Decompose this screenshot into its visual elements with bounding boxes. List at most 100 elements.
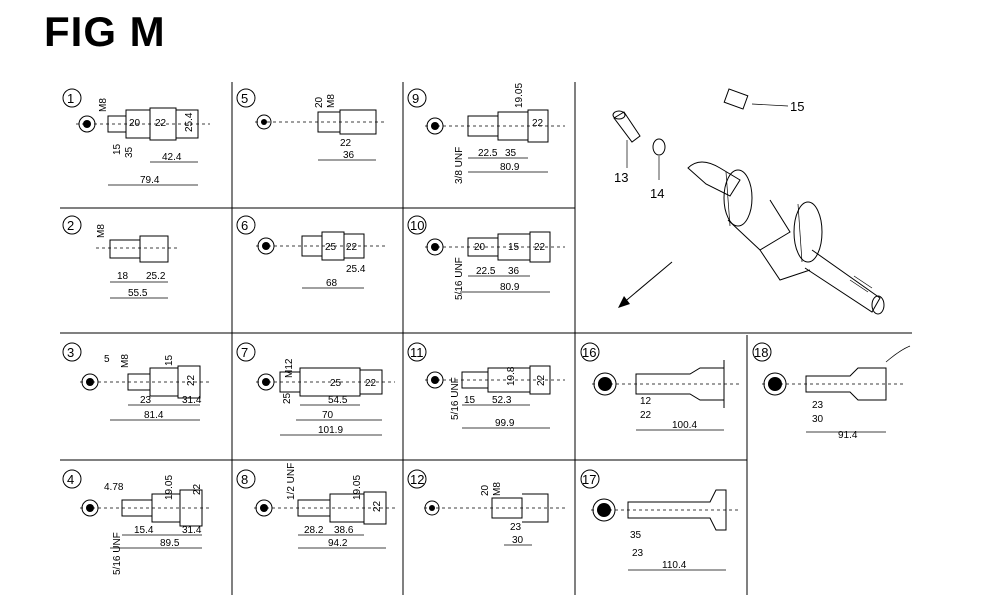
dimension-label: 35: [124, 146, 135, 158]
dimension-label: 25: [282, 392, 293, 404]
dimension-label: 25.4: [184, 112, 195, 132]
part-1-number: 1: [67, 91, 74, 106]
callout-13: 13: [614, 170, 628, 185]
dimension-label: 28.2: [304, 525, 324, 536]
dimension-label: 80.9: [500, 282, 520, 293]
dimension-label: 81.4: [144, 410, 164, 421]
dimension-label: 22: [192, 483, 203, 495]
part-16-number: 16: [582, 345, 596, 360]
dimension-label: 35: [630, 530, 642, 541]
dimension-label: 70: [322, 410, 334, 421]
dimension-label: 89.5: [160, 538, 180, 549]
figure-title: FIG M: [44, 8, 166, 55]
part-9: 9 19.05 3/8 UNF 22.5 35 22 80.9: [407, 83, 565, 184]
dimension-label: 35: [505, 148, 517, 159]
dimension-label: 5/16 UNF: [450, 377, 461, 420]
dimension-label: 101.9: [318, 425, 343, 436]
dimension-label: M8: [98, 98, 109, 112]
dimension-label: M8: [492, 482, 503, 496]
dimension-label: 15: [464, 395, 476, 406]
dimension-label: 80.9: [500, 162, 520, 173]
part-7: 7 M12 25 25 54.5 22 70 101.9: [236, 342, 395, 436]
dimension-label: 5/16 UNF: [454, 257, 465, 300]
dimension-label: 99.9: [495, 418, 515, 429]
dimension-label: 15.4: [134, 525, 154, 536]
dimension-label: 19.05: [352, 475, 363, 500]
dimension-label: 22.5: [478, 148, 498, 159]
dimension-label: 3/8 UNF: [454, 147, 465, 184]
dimension-label: 94.2: [328, 538, 348, 549]
dimension-label: 12: [640, 396, 652, 407]
dimension-label: 20: [314, 96, 325, 108]
part-8: 8 1/2 UNF 19.05 28.2 38.6 22 94.2: [236, 463, 395, 549]
dimension-label: 20: [129, 118, 141, 129]
dimension-label: 31.4: [182, 395, 202, 406]
part-10: 10 20 5/16 UNF 15 22.5 36 22 80.9: [407, 215, 565, 300]
part-16: 16 12 22 100.4: [580, 342, 740, 431]
dimension-label: 38.6: [334, 525, 354, 536]
dimension-label: 20: [474, 242, 486, 253]
dimension-label: 91.4: [838, 430, 858, 441]
part-18: 18 23 30 91.4: [752, 342, 911, 441]
dimension-label: 15: [164, 354, 175, 366]
dimension-label: 23: [812, 400, 824, 411]
dimension-label: 22: [340, 138, 352, 149]
dimension-label: 52.3: [492, 395, 512, 406]
part-7-number: 7: [241, 345, 248, 360]
dimension-label: 54.5: [328, 395, 348, 406]
dimension-label: 25.4: [346, 264, 366, 275]
dimension-label: 42.4: [162, 152, 182, 163]
dimension-label: 5/16 UNF: [112, 532, 123, 575]
part-9-number: 9: [412, 91, 419, 106]
dimension-label: 36: [343, 150, 355, 161]
dimension-label: 22: [155, 118, 167, 129]
callout-15: 15: [790, 99, 804, 114]
crankshaft-assembly: 15 13 14: [612, 88, 885, 315]
dimension-label: 22.5: [476, 266, 496, 277]
part-17: 17 35 23 110.4: [580, 469, 740, 571]
dimension-label: 22: [640, 410, 652, 421]
part-17-number: 17: [582, 472, 596, 487]
callout-14: 14: [650, 186, 664, 201]
dimension-label: 19.8: [506, 366, 517, 386]
dimension-label: 19.05: [164, 475, 175, 500]
dimension-label: M8: [96, 224, 107, 238]
dimension-label: 100.4: [672, 420, 697, 431]
dimension-label: 1/2 UNF: [286, 463, 297, 500]
part-6-number: 6: [241, 218, 248, 233]
part-2-number: 2: [67, 218, 74, 233]
dimension-label: 22: [346, 242, 358, 253]
dimension-label: 30: [812, 414, 824, 425]
dimension-label: 22: [532, 118, 544, 129]
dimension-label: 19.05: [514, 83, 525, 108]
dimension-label: 79.4: [140, 175, 160, 186]
dimension-label: 110.4: [662, 560, 687, 571]
part-11-number: 11: [410, 345, 424, 360]
part-1: 1 M8 20 22 25.4 15 35 42.4 79.4: [62, 88, 210, 186]
dimension-label: 15: [112, 143, 123, 155]
dimension-label: 68: [326, 278, 338, 289]
dimension-label: 25: [330, 378, 342, 389]
part-5-number: 5: [241, 91, 248, 106]
dimension-label: 23: [632, 548, 644, 559]
dimension-label: 20: [480, 484, 491, 496]
dimension-label: 23: [510, 522, 522, 533]
dimension-label: 4.78: [104, 482, 124, 493]
dimension-label: 5: [104, 354, 110, 365]
part-3-number: 3: [67, 345, 74, 360]
dimension-label: 36: [508, 266, 520, 277]
dimension-label: 15: [508, 242, 520, 253]
part-10-number: 10: [410, 218, 424, 233]
part-11: 11 5/16 UNF 15 19.8 52.3 22 99.9: [407, 342, 565, 429]
part-18-number: 18: [754, 345, 768, 360]
dimension-label: 55.5: [128, 288, 148, 299]
part-4: 4 4.78 19.05 22 5/16 UNF 15.4 31.4 89.5: [62, 469, 210, 575]
dimension-label: 25.2: [146, 271, 166, 282]
dimension-label: 22: [186, 374, 197, 386]
dimension-label: 22: [365, 378, 377, 389]
part-2: 2 M8 18 25.2 55.5: [62, 215, 180, 299]
dimension-label: M8: [326, 94, 337, 108]
dimension-label: M12: [284, 358, 295, 378]
part-4-number: 4: [67, 472, 74, 487]
